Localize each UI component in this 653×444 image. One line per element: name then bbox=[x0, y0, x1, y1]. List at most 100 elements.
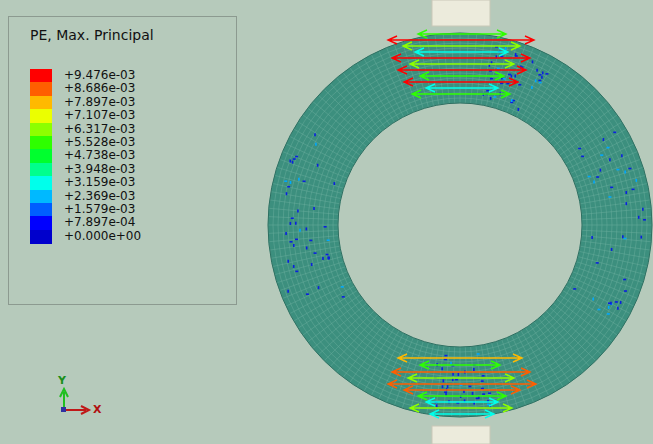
mesh-line bbox=[271, 192, 340, 204]
mesh-line bbox=[443, 34, 449, 104]
strain-tick bbox=[306, 293, 309, 295]
mesh-line bbox=[294, 286, 355, 321]
mesh-line bbox=[269, 236, 339, 242]
mesh-line bbox=[471, 347, 477, 417]
mesh-line bbox=[530, 68, 570, 125]
strain-tick bbox=[468, 386, 471, 388]
strain-tick bbox=[458, 373, 460, 376]
mesh-line bbox=[578, 175, 646, 193]
support-block bbox=[432, 0, 490, 26]
strain-tick bbox=[600, 154, 603, 156]
strain-tick bbox=[518, 108, 520, 111]
strain-tick bbox=[460, 384, 463, 386]
strain-tick bbox=[315, 143, 317, 146]
mesh-line bbox=[303, 295, 360, 335]
mesh-line bbox=[313, 78, 607, 372]
mesh-line bbox=[330, 83, 377, 135]
mesh-line bbox=[330, 315, 377, 367]
strain-tick bbox=[505, 47, 507, 50]
strain-tick bbox=[588, 176, 591, 178]
mesh-line bbox=[568, 281, 630, 313]
strain-arrow bbox=[398, 354, 522, 362]
strain-tick bbox=[593, 181, 595, 184]
mesh-line bbox=[568, 136, 630, 168]
mesh-line bbox=[582, 236, 652, 242]
mesh-line bbox=[294, 129, 355, 164]
strain-tick bbox=[606, 147, 609, 149]
principal-strain-arrows bbox=[388, 30, 536, 418]
mesh-line bbox=[516, 55, 548, 117]
mesh-line bbox=[435, 346, 444, 415]
mesh-line bbox=[268, 230, 338, 233]
legend-swatch bbox=[30, 149, 52, 163]
strain-tick bbox=[596, 262, 599, 264]
legend-swatch bbox=[30, 82, 52, 96]
mesh-line bbox=[270, 200, 339, 209]
mesh-line bbox=[538, 318, 583, 372]
strain-tick bbox=[615, 301, 618, 303]
mesh-line bbox=[542, 315, 589, 367]
mesh-line bbox=[573, 272, 638, 299]
strain-tick bbox=[621, 154, 623, 157]
mesh-line bbox=[492, 40, 510, 108]
mesh-line bbox=[471, 34, 477, 104]
strain-tick bbox=[642, 208, 644, 211]
strain-tick bbox=[326, 254, 329, 256]
mesh-line bbox=[580, 246, 649, 258]
strain-tick bbox=[285, 232, 287, 235]
strain-tick bbox=[443, 379, 445, 382]
strain-arrow bbox=[392, 368, 530, 376]
strain-tick bbox=[327, 257, 329, 260]
support-block bbox=[432, 426, 490, 444]
mesh-line bbox=[338, 103, 582, 347]
strain-tick bbox=[297, 209, 299, 212]
strain-tick bbox=[624, 290, 627, 292]
mesh bbox=[268, 33, 652, 417]
strain-tick bbox=[607, 313, 610, 315]
mesh-line bbox=[578, 257, 646, 275]
mesh-line bbox=[308, 299, 364, 342]
legend-value: +7.897e-04 bbox=[64, 215, 135, 229]
strain-tick bbox=[444, 359, 447, 361]
legend-value: +6.317e-03 bbox=[64, 122, 135, 136]
strain-tick bbox=[624, 171, 626, 174]
legend-swatch bbox=[30, 96, 52, 110]
mesh-line bbox=[582, 225, 652, 226]
mesh-line bbox=[476, 346, 485, 415]
mesh-line bbox=[323, 88, 597, 362]
strain-tick bbox=[444, 391, 447, 393]
legend-swatch bbox=[30, 109, 52, 123]
mesh-line bbox=[337, 78, 382, 132]
mesh-line bbox=[452, 33, 455, 103]
strain-tick bbox=[616, 169, 619, 171]
mesh-line bbox=[324, 89, 373, 138]
strain-tick bbox=[295, 239, 298, 241]
strain-tick bbox=[328, 257, 330, 260]
y-axis-arrow bbox=[60, 389, 68, 410]
strain-tick bbox=[444, 355, 447, 357]
strain-arrow bbox=[410, 404, 512, 412]
strain-tick bbox=[573, 288, 576, 290]
strain-tick bbox=[545, 73, 548, 75]
strain-arrow bbox=[418, 392, 506, 400]
mesh-line bbox=[308, 108, 364, 151]
strain-symbols bbox=[284, 47, 646, 407]
mesh-line bbox=[283, 152, 348, 179]
strain-tick bbox=[592, 298, 594, 301]
mesh-line bbox=[283, 272, 348, 299]
mesh-line bbox=[546, 89, 595, 138]
legend-title: PE, Max. Principal bbox=[30, 27, 154, 43]
mesh-line bbox=[273, 251, 341, 266]
strain-arrow bbox=[404, 386, 520, 394]
strain-tick bbox=[293, 158, 296, 160]
strain-tick bbox=[313, 207, 315, 210]
strain-arrow bbox=[410, 60, 514, 68]
mesh-line bbox=[337, 318, 382, 372]
ring-part bbox=[268, 33, 652, 417]
strain-tick bbox=[287, 290, 289, 293]
legend-value: +9.476e-03 bbox=[64, 68, 135, 82]
strain-tick bbox=[482, 375, 485, 377]
strain-tick bbox=[306, 246, 308, 249]
mesh-line bbox=[582, 217, 652, 220]
strain-tick bbox=[600, 169, 602, 172]
